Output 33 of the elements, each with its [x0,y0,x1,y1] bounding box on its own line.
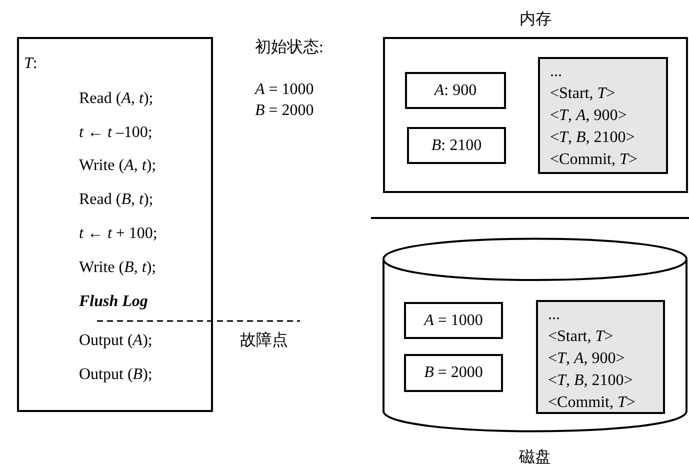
log-record: <Start, T> [548,327,614,347]
log-record: <Commit, T> [548,393,636,413]
log-record: <Commit, T> [550,150,638,170]
memory-heading: 内存 [520,11,552,29]
log-record: <T, B, 2100> [548,371,633,391]
operation-step: Read (B, t); [79,191,154,210]
log-record: <T, B, 2100> [550,128,635,148]
operation-step: Read (A, t); [79,90,154,108]
operation-step: Write (B, t); [79,258,156,277]
log-record: <Start, T> [550,84,616,104]
log-record: ... [548,305,560,325]
failure-point-label: 故障点 [240,331,288,351]
initial-value: B = 2000 [255,101,314,121]
operation-step: t ← t + 100; [79,225,158,243]
operation-step: Output (A); [79,332,152,350]
disk-heading: 磁盘 [519,449,551,467]
value-box: A: 900 [405,72,506,109]
transaction-name: T: [24,55,38,73]
transaction-box [17,37,213,412]
value-box: B = 2000 [404,354,503,392]
log-record: <T, A, 900> [548,349,625,369]
initial-state-heading: 初始状态: [255,38,324,58]
operation-step: Write (A, t); [79,157,156,176]
value-box: A = 1000 [404,302,503,339]
operation-step: t ← t –100; [79,124,152,142]
log-box [538,57,668,174]
log-record: <T, A, 900> [550,106,627,126]
initial-value: A = 1000 [255,80,314,100]
log-box [536,300,665,414]
log-record: ... [550,62,562,82]
value-box: B: 2100 [407,127,506,164]
operation-step: Output (B); [79,366,152,384]
flush-log-step: Flush Log [79,292,148,311]
